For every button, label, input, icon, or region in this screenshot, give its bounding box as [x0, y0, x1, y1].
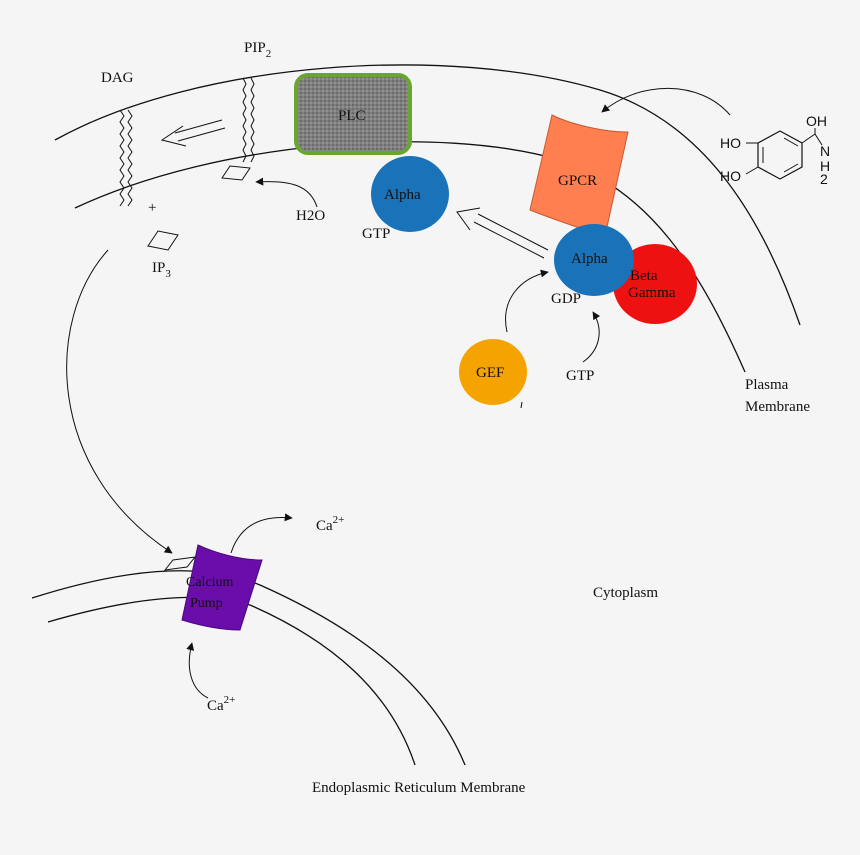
- ip3-label: IP3: [152, 260, 171, 280]
- calcium-label-line1: Calcium: [186, 575, 234, 590]
- gtp-bottom-label: GTP: [566, 368, 594, 384]
- h2o-arrow: [255, 177, 318, 208]
- er-membrane-label: Endoplasmic Reticulum Membrane: [312, 780, 526, 796]
- plus-label: +: [148, 200, 156, 216]
- er-membrane-inner: [47, 596, 416, 766]
- ip3-icon: [147, 230, 179, 251]
- ip3-arrow: [66, 249, 173, 554]
- gpcr-label: GPCR: [558, 173, 597, 189]
- mol-h: H: [820, 158, 830, 174]
- ca-top-label: Ca2+: [316, 514, 344, 534]
- beta-gamma-subunit: [613, 244, 697, 324]
- dag-lipid-icon: [119, 109, 133, 207]
- h2o-label: H2O: [296, 208, 325, 224]
- plc-enzyme: [294, 73, 412, 155]
- cytoplasm-label: Cytoplasm: [593, 585, 658, 601]
- ca-release-arrow: [230, 513, 293, 554]
- hollow-arrow-dag: [160, 119, 226, 147]
- ligand-arrow: [601, 87, 731, 116]
- gef-label: GEF: [476, 365, 504, 381]
- pip2-lipid-icon: [221, 77, 255, 181]
- ca-uptake-arrow: [186, 642, 209, 699]
- gtp-top-label: GTP: [362, 226, 390, 242]
- pip2-label: PIP2: [244, 40, 271, 60]
- er-membrane-outer: [31, 570, 466, 766]
- alpha-gdp-label: Alpha: [571, 251, 608, 267]
- calcium-pump: [181, 544, 263, 631]
- mol-ho-bottom: HO: [720, 168, 741, 184]
- ip3-bound-icon: [163, 556, 197, 571]
- mol-ho-top: HO: [720, 135, 741, 151]
- dag-label: DAG: [101, 70, 134, 86]
- mol-oh: OH: [806, 113, 827, 129]
- calcium-label-line2: Pump: [190, 596, 223, 611]
- ligand-molecule-icon: [745, 128, 823, 180]
- gdp-label: GDP: [551, 291, 581, 307]
- gtp-arrow: [582, 311, 601, 363]
- plasma-membrane-outer: [54, 64, 801, 326]
- alpha-gdp-subunit: [554, 224, 634, 296]
- plasma-label-line2: Membrane: [745, 399, 810, 415]
- gamma-label: Gamma: [628, 285, 676, 301]
- ca-bottom-label: Ca2+: [207, 694, 235, 714]
- mol-n: N: [820, 143, 830, 159]
- gef-tick: [520, 401, 523, 409]
- gef-arrow: [505, 269, 549, 333]
- gef-protein: [459, 339, 527, 405]
- plasma-label-line1: Plasma: [745, 377, 789, 393]
- mol-2: 2: [820, 171, 828, 187]
- beta-label: Beta: [630, 268, 658, 284]
- hollow-arrow-alpha: [456, 207, 549, 259]
- plc-label: PLC: [338, 108, 366, 124]
- alpha-gtp-subunit: [371, 156, 449, 232]
- alpha-gtp-label: Alpha: [384, 187, 421, 203]
